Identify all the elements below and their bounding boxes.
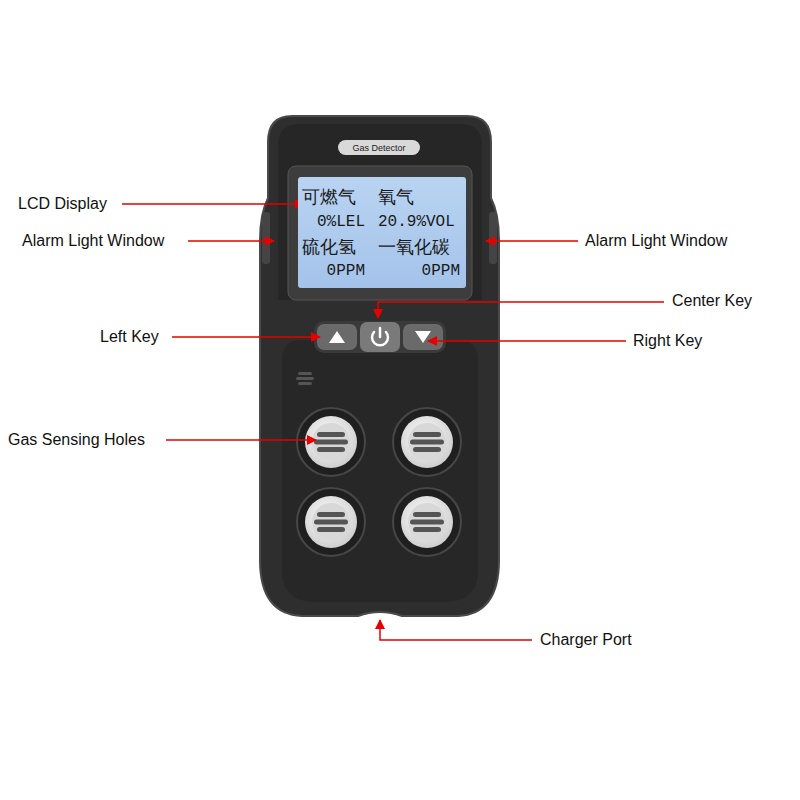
part-label: Alarm Light Window [22, 231, 164, 251]
lcd-reading: 氧气 [378, 187, 414, 207]
lcd-screen: 可燃气 氧气 0%LEL 20.9%VOL 硫化氢 一氧化碳 0PPM 0PPM [298, 177, 466, 288]
part-label: Left Key [100, 327, 159, 347]
part-label: Right Key [633, 331, 702, 351]
device-name: Gas Detector [352, 142, 405, 154]
part-label: Center Key [672, 291, 752, 311]
part-label: Alarm Light Window [585, 231, 727, 251]
lcd-reading: 0%LEL [317, 212, 365, 232]
part-label: LCD Display [18, 194, 107, 214]
lcd-reading: 20.9%VOL [378, 212, 455, 232]
device-name-plate: Gas Detector [338, 140, 420, 155]
lcd-reading: 0PPM [422, 261, 460, 281]
lcd-reading: 可燃气 [302, 187, 356, 207]
lcd-reading: 硫化氢 [302, 237, 356, 257]
lcd-reading: 0PPM [327, 261, 365, 281]
part-label: Charger Port [540, 630, 632, 650]
lcd-reading: 一氧化碳 [378, 237, 450, 257]
part-label: Gas Sensing Holes [8, 430, 145, 450]
